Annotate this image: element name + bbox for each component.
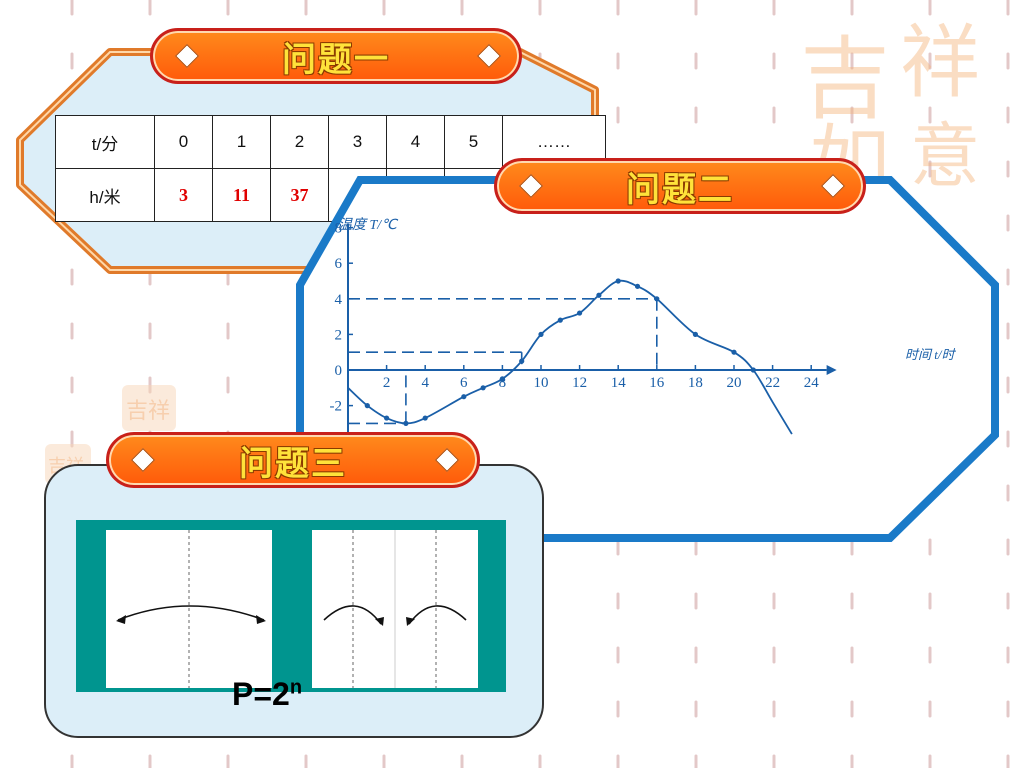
data-point bbox=[557, 317, 563, 323]
table-cell: h/米 bbox=[55, 168, 155, 222]
x-axis-arrow bbox=[826, 365, 837, 375]
y-tick-label: -2 bbox=[330, 399, 343, 415]
y-tick-label: 6 bbox=[335, 256, 343, 272]
formula-base: P=2 bbox=[232, 676, 290, 712]
problem2-banner: 问题二 bbox=[494, 158, 866, 214]
table-cell: 5 bbox=[444, 115, 503, 169]
chart-ylabel: 温度 T/℃ bbox=[338, 217, 399, 233]
paper-fold-illustration bbox=[76, 520, 506, 692]
diamond-icon bbox=[476, 43, 502, 69]
problem1-banner: 问题一 bbox=[150, 28, 522, 84]
x-tick-label: 20 bbox=[727, 375, 742, 391]
data-point bbox=[615, 278, 621, 284]
table-cell: 4 bbox=[386, 115, 445, 169]
problem3-banner: 问题三 bbox=[106, 432, 480, 488]
diamond-icon bbox=[130, 447, 156, 473]
diamond-icon bbox=[820, 173, 846, 199]
x-tick-label: 8 bbox=[499, 375, 507, 391]
x-tick-label: 18 bbox=[688, 375, 703, 391]
data-point bbox=[750, 367, 756, 373]
temperature-curve bbox=[347, 279, 793, 435]
svg-text:吉: 吉 bbox=[800, 31, 890, 130]
x-tick-label: 24 bbox=[804, 375, 820, 391]
data-point bbox=[519, 358, 525, 364]
x-tick-label: 2 bbox=[383, 375, 391, 391]
table-cell: t/分 bbox=[55, 115, 155, 169]
diamond-icon bbox=[518, 173, 544, 199]
data-point bbox=[577, 310, 583, 316]
data-point bbox=[596, 292, 602, 298]
x-tick-label: 22 bbox=[765, 375, 780, 391]
svg-text:意: 意 bbox=[910, 119, 980, 196]
diamond-icon bbox=[174, 43, 200, 69]
table-cell: 1 bbox=[212, 115, 271, 169]
svg-text:祥: 祥 bbox=[900, 20, 980, 108]
y-tick-label: 0 bbox=[335, 363, 343, 379]
y-tick-label: 4 bbox=[335, 292, 343, 308]
svg-text:吉祥: 吉祥 bbox=[126, 398, 170, 423]
problem2-title: 问题二 bbox=[626, 169, 734, 210]
diamond-icon bbox=[434, 447, 460, 473]
formula: P=2n bbox=[232, 676, 302, 713]
chart-xlabel: 时间 t/时 bbox=[905, 347, 956, 362]
table-cell: 0 bbox=[154, 115, 213, 169]
data-point bbox=[384, 415, 390, 421]
data-point bbox=[461, 394, 467, 400]
x-tick-label: 12 bbox=[572, 375, 587, 391]
data-point bbox=[654, 296, 660, 302]
y-tick-label: 8 bbox=[335, 221, 343, 237]
data-point bbox=[422, 415, 428, 421]
data-point bbox=[731, 349, 737, 355]
table-cell: 2 bbox=[270, 115, 329, 169]
table-cell: 37 bbox=[270, 168, 329, 222]
problem3-title: 问题三 bbox=[239, 443, 347, 484]
data-point bbox=[692, 331, 698, 337]
data-point bbox=[403, 420, 409, 426]
x-tick-label: 16 bbox=[649, 375, 665, 391]
x-tick-label: 4 bbox=[421, 375, 429, 391]
table-cell: 3 bbox=[154, 168, 213, 222]
data-point bbox=[634, 283, 641, 289]
x-tick-label: 14 bbox=[611, 375, 627, 391]
problem1-title: 问题一 bbox=[282, 39, 390, 80]
x-tick-label: 6 bbox=[460, 375, 468, 391]
x-tick-label: 10 bbox=[534, 375, 549, 391]
data-point bbox=[364, 403, 370, 409]
table-cell: 3 bbox=[328, 115, 387, 169]
formula-exponent: n bbox=[289, 676, 303, 699]
data-point bbox=[480, 385, 486, 391]
data-point bbox=[499, 376, 505, 382]
table-cell: 11 bbox=[212, 168, 271, 222]
data-point bbox=[538, 331, 544, 337]
y-tick-label: 2 bbox=[335, 327, 343, 343]
